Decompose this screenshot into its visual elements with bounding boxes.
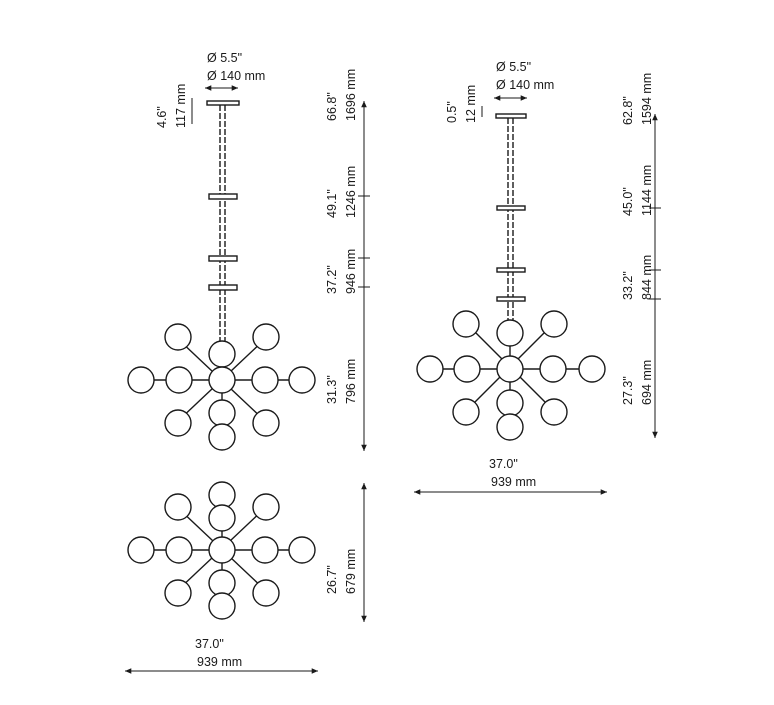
height-2-inch: 45.0"	[621, 187, 635, 216]
plan-height-mm: 679 mm	[344, 549, 358, 594]
height-4-inch: 27.3"	[621, 376, 635, 405]
stem-coupler	[496, 296, 526, 302]
height-2-mm: 1144 mm	[640, 165, 654, 216]
canopy-drop-inch: 4.6"	[155, 106, 169, 128]
plan-width-inch: 37.0"	[195, 637, 224, 651]
height-1-mm: 1594 mm	[640, 73, 654, 125]
chandelier-body	[127, 323, 316, 451]
canopy-plate	[206, 100, 240, 106]
canopy-diameter-mm: Ø 140 mm	[207, 69, 265, 83]
canopy-diameter-mm: Ø 140 mm	[496, 78, 554, 92]
height-2-mm: 1246 mm	[344, 166, 358, 218]
height-4-inch: 31.3"	[325, 375, 339, 404]
right-elevation-view: Ø 5.5" Ø 140 mm 0.5" 12 mm	[414, 60, 661, 495]
stem-coupler	[496, 205, 526, 211]
stem-coupler	[208, 284, 238, 291]
stem-coupler	[208, 255, 238, 262]
width-inch: 37.0"	[489, 457, 518, 471]
height-3-mm: 844 mm	[640, 255, 654, 300]
canopy-diameter-inch: Ø 5.5"	[207, 51, 242, 65]
stem-coupler	[208, 193, 238, 200]
plan-height-inch: 26.7"	[325, 565, 339, 594]
height-3-inch: 33.2"	[621, 271, 635, 300]
canopy-drop-mm: 12 mm	[464, 85, 478, 123]
chandelier-body	[416, 310, 606, 441]
height-2-inch: 49.1"	[325, 189, 339, 218]
height-1-inch: 66.8"	[325, 92, 339, 121]
height-3-mm: 946 mm	[344, 249, 358, 294]
height-4-mm: 796 mm	[344, 359, 358, 404]
height-4-mm: 694 mm	[640, 360, 654, 405]
left-elevation-view: Ø 5.5" Ø 140 mm 4.6" 117 mm	[127, 51, 370, 451]
left-plan-view: 26.7" 679 mm 37.0" 939 mm	[125, 481, 367, 674]
canopy-plate	[495, 113, 527, 119]
width-mm: 939 mm	[491, 475, 536, 489]
stem-coupler	[496, 267, 526, 273]
canopy-drop-inch: 0.5"	[445, 101, 459, 123]
height-3-inch: 37.2"	[325, 265, 339, 294]
canopy-drop-mm: 117 mm	[174, 84, 188, 128]
height-1-inch: 62.8"	[621, 96, 635, 125]
plan-width-mm: 939 mm	[197, 655, 242, 669]
height-1-mm: 1696 mm	[344, 69, 358, 121]
canopy-diameter-inch: Ø 5.5"	[496, 60, 531, 74]
